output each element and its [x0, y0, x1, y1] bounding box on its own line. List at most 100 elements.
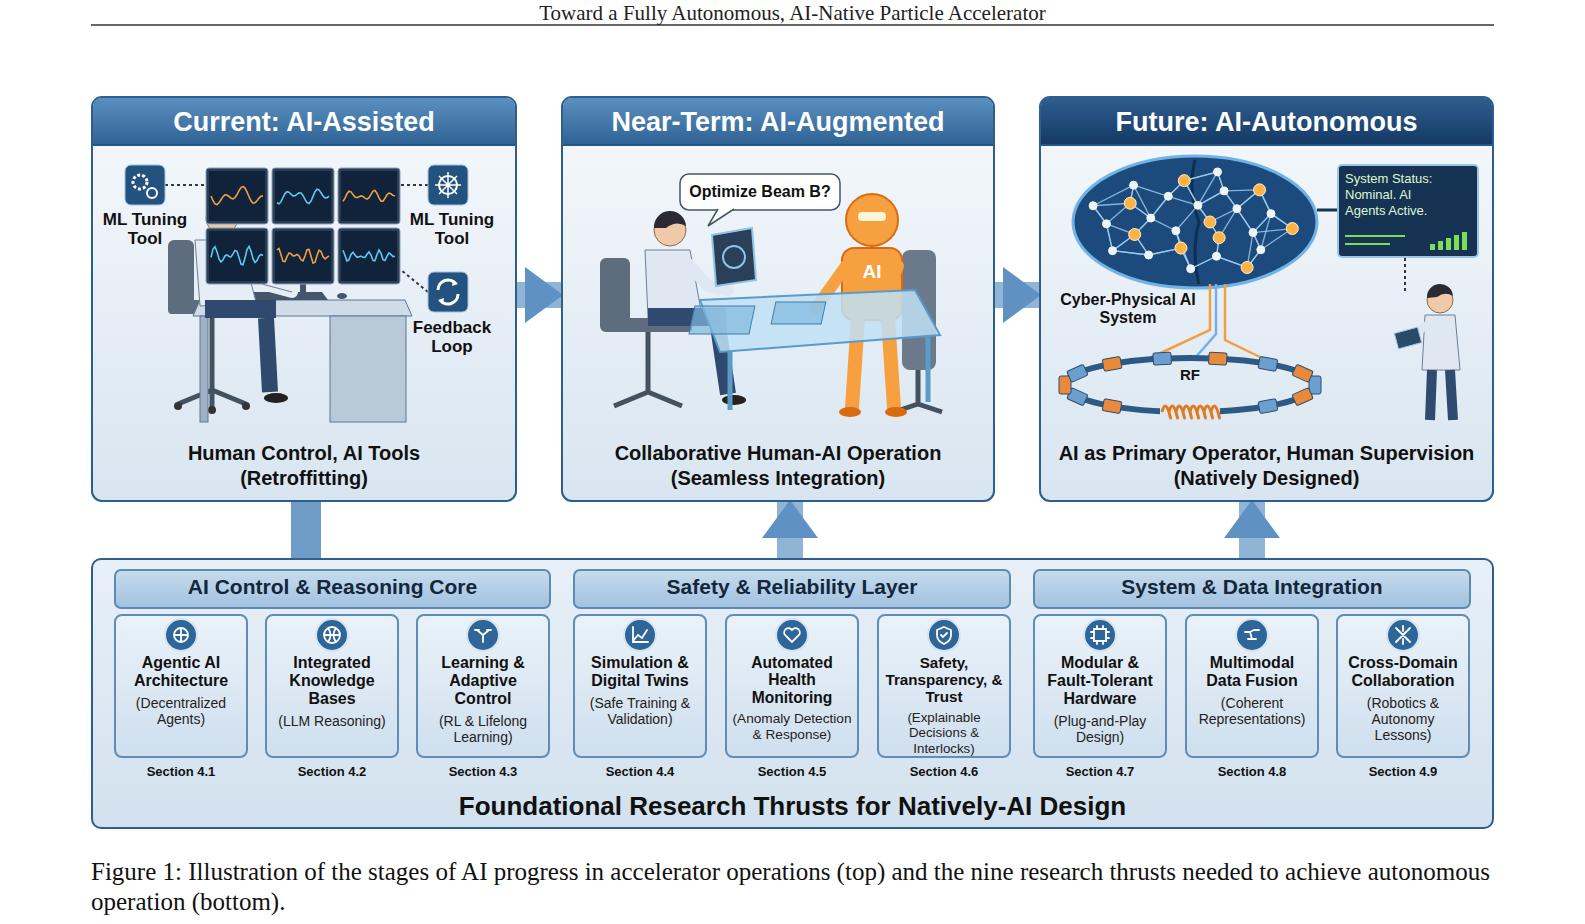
- drawing-rect: [168, 240, 194, 310]
- thrust-card: Agentic AI Architecture(Decentralized Ag…: [114, 614, 248, 758]
- thrust-icon: [1082, 617, 1118, 653]
- thrust-title: Integrated Knowledge Bases: [271, 654, 393, 708]
- drawing-circle: [242, 402, 250, 410]
- thrust-card: Multimodal Data Fusion(Coherent Represen…: [1185, 614, 1319, 758]
- drawing-circle: [174, 402, 182, 410]
- drawing-circle: [1387, 619, 1419, 651]
- drawing-ellipse: [264, 393, 288, 403]
- drawing-path: [1195, 284, 1216, 358]
- drawing-path: [1396, 626, 1410, 644]
- thrust-card: Safety, Transparency, & Trust(Explainabl…: [877, 614, 1011, 758]
- flow-arrow: [517, 282, 561, 308]
- section-ref: Section 4.9: [1336, 764, 1470, 779]
- icon-label: ML Tuning Tool: [404, 210, 500, 248]
- drawing-path: [1091, 626, 1109, 644]
- thrust-detail: (Robotics & Autonomy Lessons): [1342, 695, 1464, 743]
- drawing-path: [211, 246, 263, 264]
- drawing-circle: [1286, 223, 1298, 235]
- accelerator-ring: [1059, 352, 1321, 421]
- thrust-icon: [465, 617, 501, 653]
- system-label: Cyber-Physical AI System: [1058, 291, 1198, 327]
- drawing-circle: [1178, 175, 1190, 187]
- drawing-circle: [1236, 619, 1268, 651]
- stage-heading: Current: AI-Assisted: [93, 98, 515, 146]
- research-thrusts-box: Foundational Research Thrusts for Native…: [91, 558, 1494, 829]
- drawing-circle: [928, 619, 960, 651]
- drawing-rect: [275, 171, 331, 221]
- flow-arrow: [995, 282, 1039, 308]
- group-band: AI Control & Reasoning Core: [114, 569, 551, 609]
- thrust-icon: [1385, 617, 1421, 653]
- drawing-path: [1245, 630, 1259, 639]
- drawing-path: [654, 211, 686, 228]
- drawing-line: [1404, 258, 1406, 292]
- drawing-circle: [1172, 227, 1180, 235]
- drawing-circle: [1147, 214, 1155, 222]
- thrust-detail: (LLM Reasoning): [271, 713, 393, 729]
- drawing-circle: [1089, 202, 1097, 210]
- speech-text: Optimize Beam B?: [680, 182, 840, 202]
- drawing-path: [343, 250, 395, 261]
- drawing-path: [277, 189, 329, 204]
- drawing-rect: [1338, 165, 1478, 257]
- thrust-card: Cross-Domain Collaboration (Robotics & Au…: [1336, 614, 1470, 758]
- drawing-ellipse: [885, 407, 907, 417]
- drawing-circle: [1204, 216, 1216, 228]
- drawing-rect: [428, 165, 468, 205]
- section-ref: Section 4.1: [114, 764, 248, 779]
- drawing-rect: [858, 212, 886, 221]
- running-header: Toward a Fully Autonomous, AI-Native Par…: [0, 1, 1585, 26]
- thrust-icon: [774, 617, 810, 653]
- panel-ground: [561, 96, 995, 502]
- drawing-polygon: [205, 300, 276, 318]
- collaboration-scene: [600, 174, 942, 417]
- drawing-path: [438, 280, 458, 304]
- drawing-path: [784, 628, 800, 642]
- stage-panel: Current: AI-AssistedHuman Control, AI To…: [91, 96, 517, 502]
- panel-ground: [1039, 96, 1494, 502]
- drawing-path: [435, 172, 461, 198]
- band-title: System & Data Integration: [1121, 575, 1382, 599]
- box-title: Foundational Research Thrusts for Native…: [459, 791, 1126, 822]
- drawing-path: [1427, 284, 1453, 298]
- section-ref: Section 4.7: [1033, 764, 1167, 779]
- drawing-circle: [1194, 201, 1202, 209]
- drawing-circle: [1214, 168, 1222, 176]
- drawing-circle: [1130, 181, 1138, 189]
- drawing-path: [174, 628, 188, 642]
- thrust-card: Automated Health Monitoring(Anomaly Dete…: [725, 614, 859, 758]
- band-title: Safety & Reliability Layer: [667, 575, 918, 599]
- drawing-path: [211, 186, 263, 204]
- drawing-circle: [1220, 187, 1228, 195]
- thrust-detail: (Safe Training & Validation): [579, 695, 701, 727]
- flow-arrow: [291, 502, 321, 558]
- section-ref: Section 4.6: [877, 764, 1011, 779]
- drawing-line: [1198, 172, 1218, 205]
- drawing-rect: [272, 228, 334, 284]
- drawing-rect: [1446, 238, 1451, 250]
- drawing-circle: [316, 619, 348, 651]
- drawing-circle: [1233, 205, 1241, 213]
- section-ref: Section 4.3: [416, 764, 550, 779]
- drawing-rect: [1209, 352, 1228, 365]
- drawing-circle: [846, 194, 898, 246]
- drawing-rect: [209, 171, 265, 221]
- thrust-detail: (Explainable Decisions & Interlocks): [883, 710, 1005, 756]
- stage-description: Collaborative Human-AI Operation (Seamle…: [588, 441, 968, 491]
- thrust-card: Simulation & Digital Twins(Safe Training…: [573, 614, 707, 758]
- drawing-rect: [272, 168, 334, 224]
- drawing-rect: [1059, 376, 1071, 394]
- monitor-wall: [206, 168, 400, 284]
- drawing-circle: [1267, 210, 1275, 218]
- drawing-rect: [680, 174, 840, 210]
- drawing-ellipse: [839, 407, 861, 417]
- figure-caption: Figure 1: Illustration of the stages of …: [91, 857, 1494, 917]
- thrust-icon: [163, 617, 199, 653]
- drawing-line: [401, 184, 428, 186]
- drawing-circle: [1084, 619, 1116, 651]
- drawing-rect: [771, 302, 826, 324]
- drawing-line: [1317, 209, 1338, 212]
- thrust-title: Cross-Domain Collaboration: [1342, 654, 1464, 690]
- thrust-card: Integrated Knowledge Bases (LLM Reasoning…: [265, 614, 399, 758]
